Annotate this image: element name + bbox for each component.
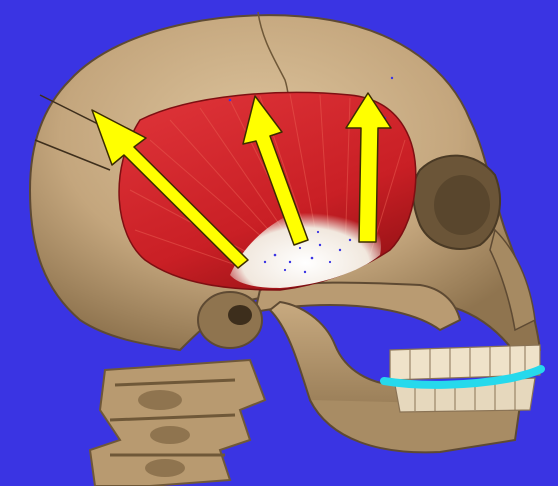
ear-canal (228, 305, 252, 325)
